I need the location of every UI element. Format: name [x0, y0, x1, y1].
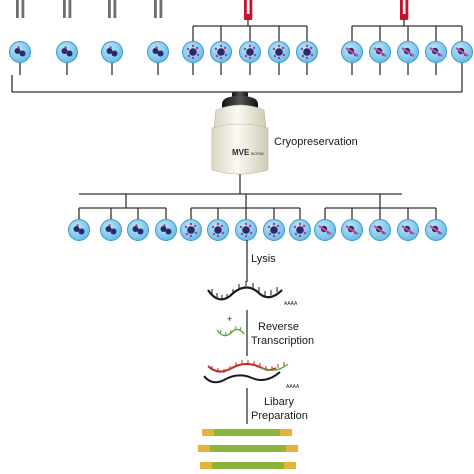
cell-pink	[369, 41, 391, 63]
lysis-label: Lysis	[251, 253, 276, 265]
cell-pink	[451, 41, 473, 63]
cell-pink	[397, 219, 419, 241]
cell-activated	[235, 219, 257, 241]
antibody-stick-red	[400, 0, 409, 20]
cell-activated	[289, 219, 311, 241]
top-cell-row	[9, 41, 473, 63]
tank-sub-label: BIOFAB	[251, 152, 264, 156]
polya-tail-label-2: AAAA	[286, 384, 300, 390]
polya-tail-label: AAAA	[284, 301, 298, 307]
cell-naive	[9, 41, 31, 63]
cell-naive	[155, 219, 177, 241]
library-prep-label-2: Preparation	[251, 410, 308, 422]
antibody-stick-red	[244, 0, 253, 20]
cell-naive	[101, 41, 123, 63]
cell-naive	[100, 219, 122, 241]
cell-activated	[182, 41, 204, 63]
cell-activated	[239, 41, 261, 63]
cell-pink	[341, 219, 363, 241]
antibody-stick-gray	[63, 0, 72, 18]
cell-naive	[68, 219, 90, 241]
cell-pink	[341, 41, 363, 63]
cell-activated	[210, 41, 232, 63]
antibody-stick-gray	[108, 0, 117, 18]
primer-icon	[216, 325, 245, 337]
cell-pink	[369, 219, 391, 241]
cell-pink	[425, 219, 447, 241]
cell-naive	[127, 219, 149, 241]
thaw-bracket	[79, 174, 402, 195]
cell-activated	[268, 41, 290, 63]
cell-activated	[263, 219, 285, 241]
library-fragment-2	[198, 445, 298, 452]
antibody-sticks	[16, 0, 409, 20]
cell-activated	[180, 219, 202, 241]
cryo-tank-icon: MVE BIOFAB	[211, 92, 269, 175]
mrna-strand-icon	[207, 281, 283, 301]
cell-activated	[207, 219, 229, 241]
lower-cell-row	[68, 219, 447, 241]
library-fragment-3	[200, 462, 296, 469]
reverse-transcription-label-2: Transcription	[251, 335, 314, 347]
cell-naive	[56, 41, 78, 63]
library-fragment-1	[202, 429, 292, 436]
plus-sign: +	[227, 314, 232, 324]
cell-naive	[147, 41, 169, 63]
cryopreservation-label: Cryopreservation	[274, 136, 358, 148]
lower-cell-tree	[78, 194, 437, 220]
library-prep-label-1: Libary	[264, 396, 294, 408]
antibody-stick-gray	[154, 0, 163, 18]
reverse-transcription-label-1: Reverse	[258, 321, 299, 333]
cell-pink	[314, 219, 336, 241]
top-cell-tree	[19, 20, 463, 75]
cell-pink	[397, 41, 419, 63]
cell-pink	[425, 41, 447, 63]
cdna-hybrid-icon	[203, 360, 289, 384]
cell-activated	[296, 41, 318, 63]
antibody-stick-gray	[16, 0, 25, 18]
tank-brand-label: MVE	[232, 148, 250, 157]
